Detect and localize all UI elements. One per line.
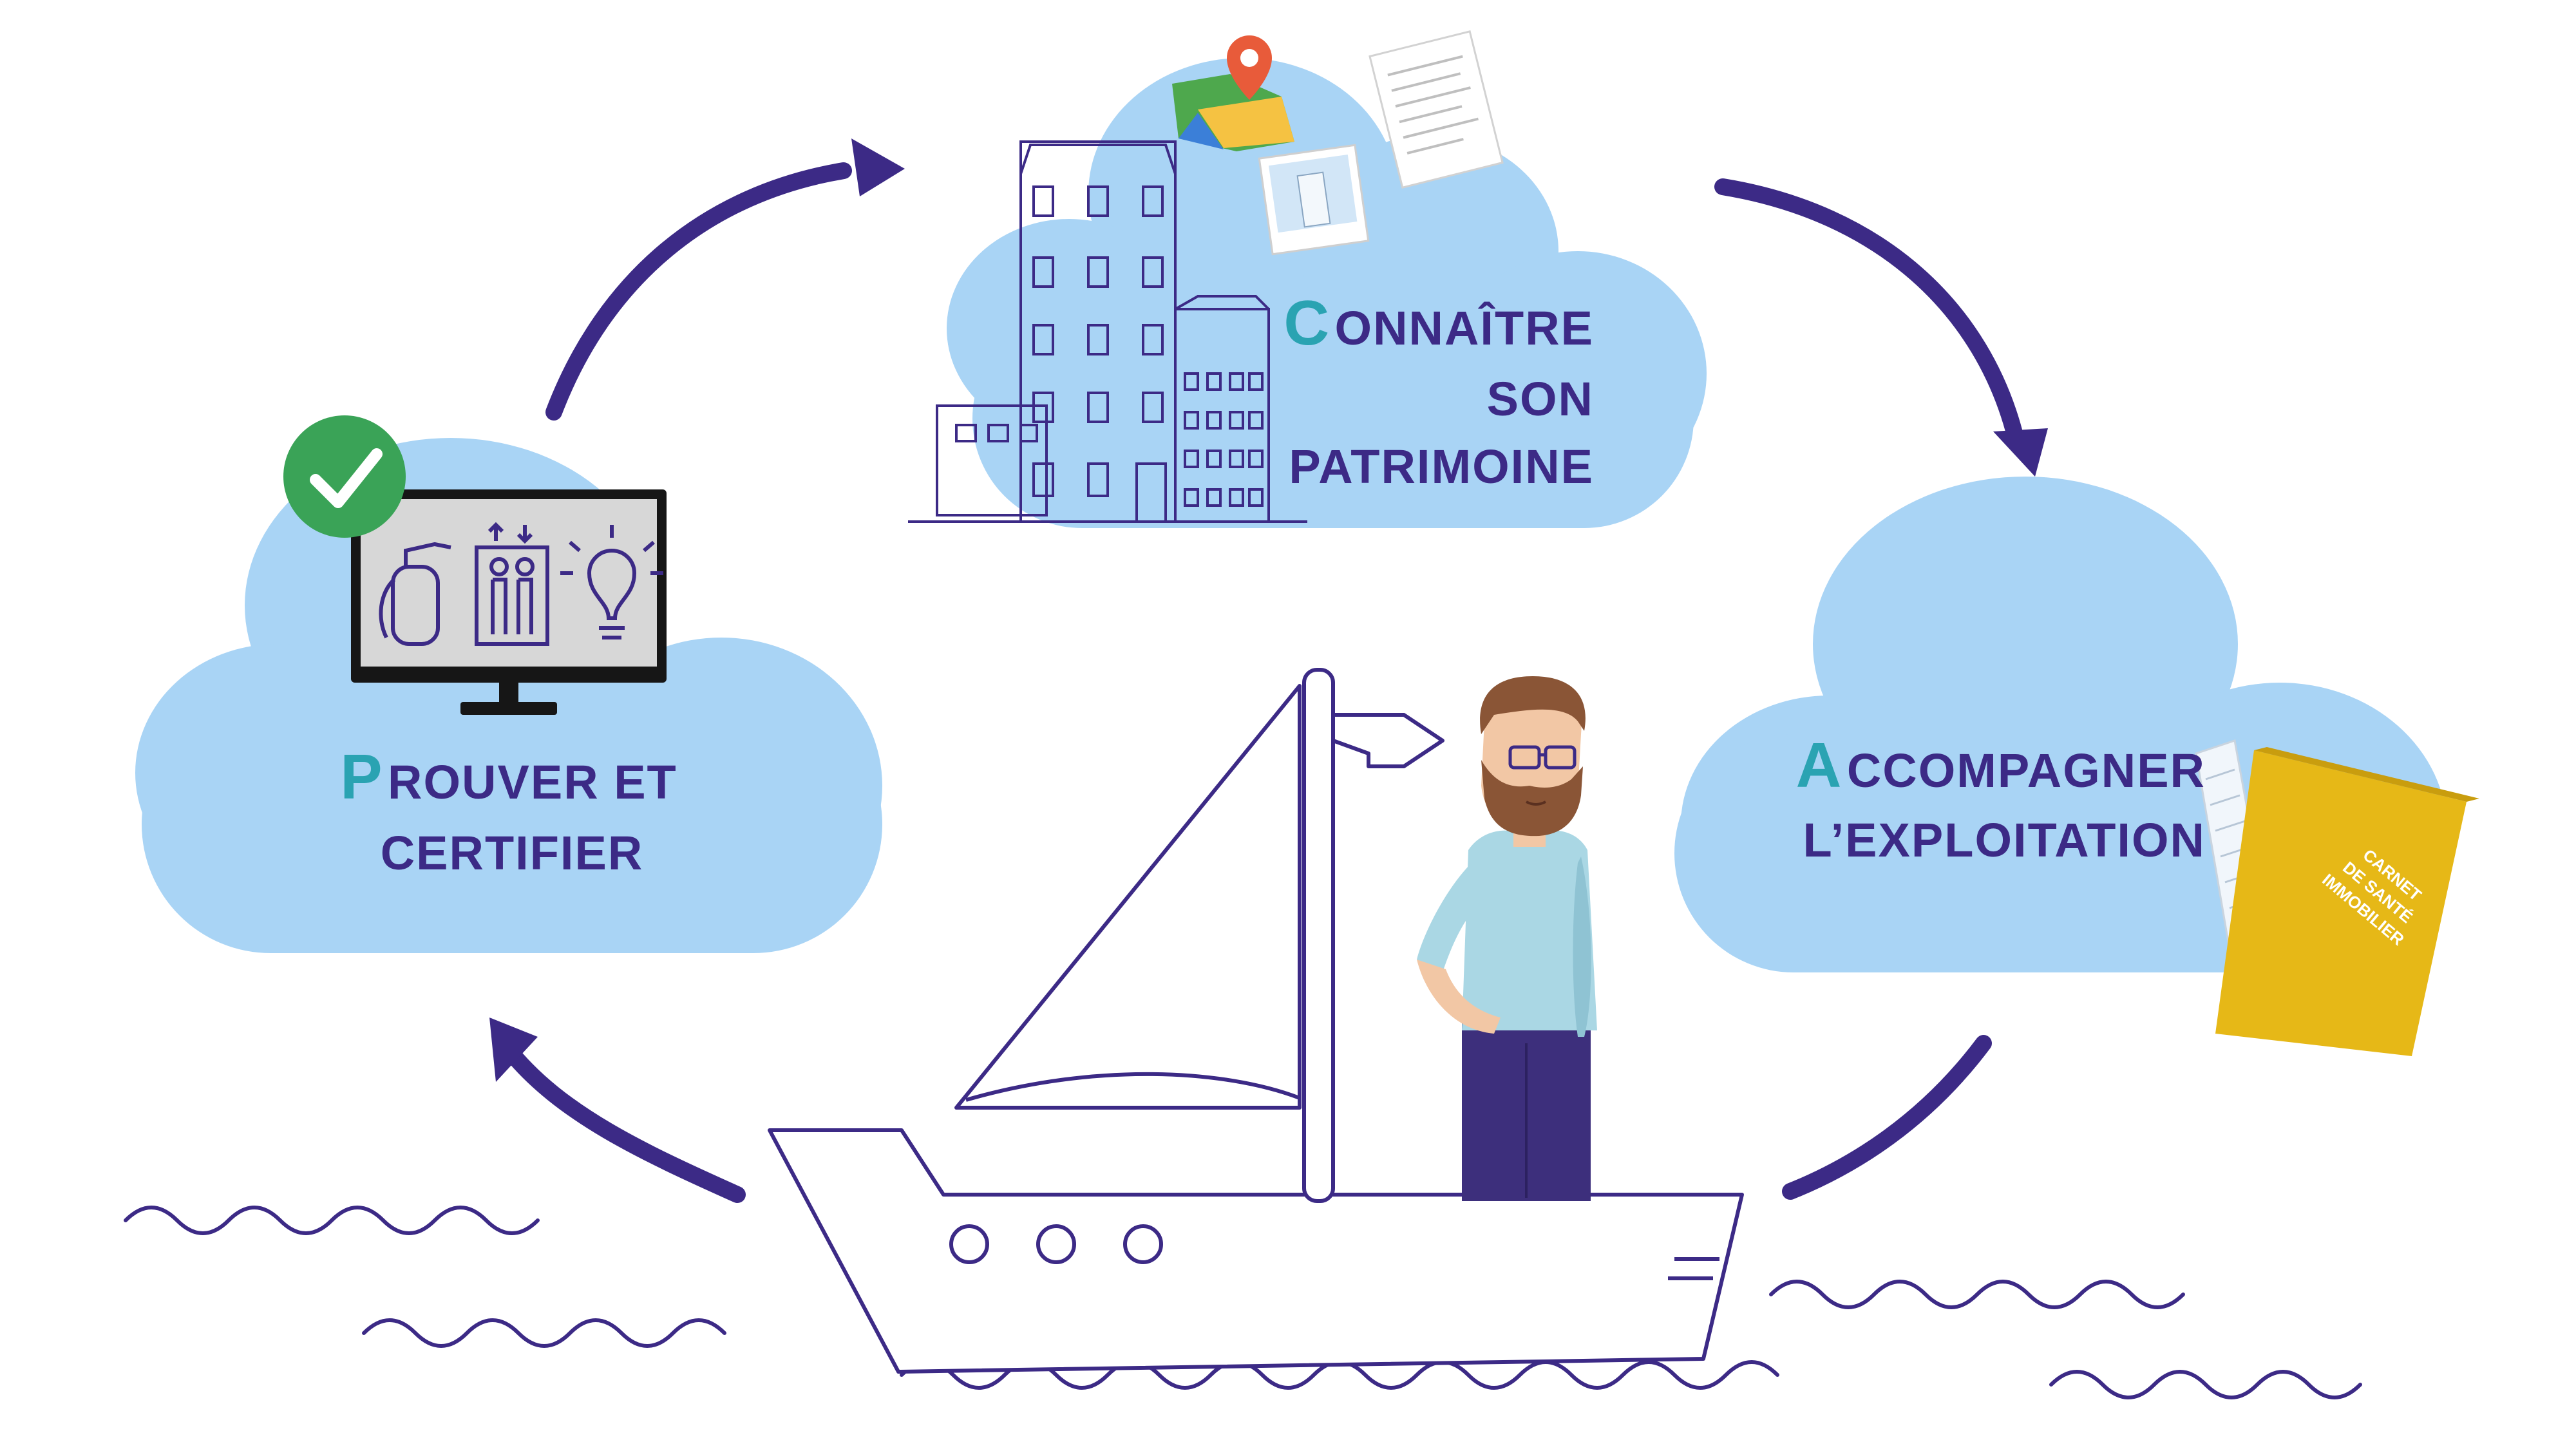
title-accompagner-line2-text: L’EXPLOITATION [1803,813,2206,867]
title-accompagner-initial: A [1796,730,1843,800]
boat-sail-curve [965,1072,1301,1102]
boat-hull [768,1128,1744,1374]
title-connaitre: C ONNAÎTRE [1283,287,1594,358]
arrowhead-left [489,1018,538,1082]
boat-mast [1302,668,1335,1203]
title-accompagner: A CCOMPAGNER [1796,730,2206,800]
checkmark-icon [283,415,406,538]
book-icon [2195,739,2479,1056]
elevator-icon [475,522,549,646]
light-bulb-icon [560,525,663,639]
title-prouver-line1: ROUVER ET [388,755,677,809]
arrow-bottom-to-prouver [500,1041,746,1203]
title-prouver: P ROUVER ET [340,741,677,812]
title-accompagner-line1: CCOMPAGNER [1847,744,2206,797]
title-prouver-line2-text: CERTIFIER [381,826,644,880]
person-icon [1417,676,1597,1201]
porthole [1123,1224,1163,1264]
cycle-arrows [500,162,2024,1203]
title-connaitre-line1: ONNAÎTRE [1335,301,1594,355]
arrow-accompagner-to-prouver [1782,1035,1992,1200]
porthole [1036,1224,1076,1264]
porthole [949,1224,989,1264]
title-connaitre-line3: PATRIMOINE [1289,440,1594,493]
title-prouver-line2: CERTIFIER [381,826,644,880]
arrow-connaitre-to-accompagner [1714,178,2024,446]
title-prouver-initial: P [340,741,383,812]
cloud-connaitre [947,58,1707,528]
arrowhead-top [851,138,905,196]
title-accompagner-line2: L’EXPLOITATION [1803,813,2206,867]
boat-flag [1331,713,1444,768]
monitor-icon [351,489,667,715]
arrowhead-right [1993,428,2048,477]
title-connaitre-initial: C [1283,287,1331,358]
arrow-prouver-to-connaitre [545,162,852,421]
fire-extinguisher-icon [379,542,451,646]
map-pin-icon [1227,35,1272,100]
document-icon [1368,30,1504,189]
title-connaitre-line2: SON [1487,372,1594,426]
arrow-heads [489,138,2048,1082]
boat-sail [954,684,1302,1110]
building-icon [908,140,1307,523]
map-icon [1172,74,1294,151]
title-connaitre-line3-text: PATRIMOINE [1289,440,1594,493]
photo-icon [1258,144,1370,256]
sailboat-icon [768,668,1744,1374]
title-connaitre-line2-text: SON [1487,372,1594,426]
